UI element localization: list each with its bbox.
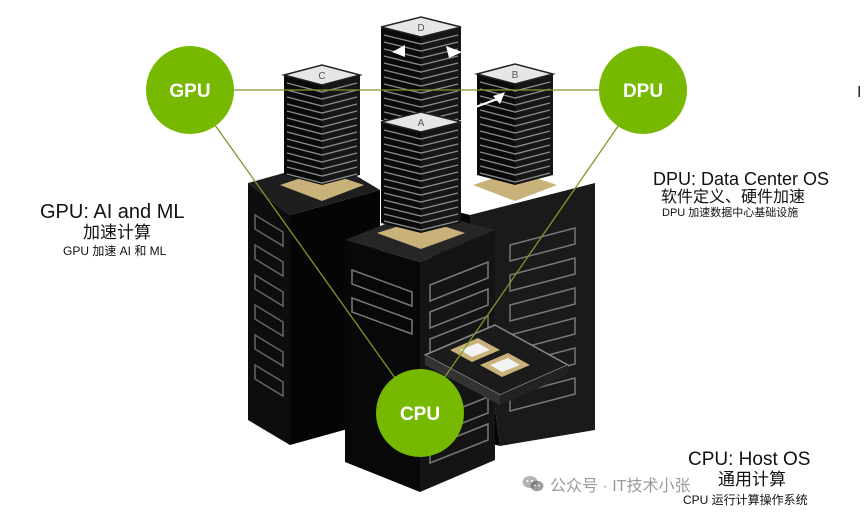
cpu-node: CPU xyxy=(376,369,464,457)
link-gpu-cpu xyxy=(189,89,421,414)
dpu-annotation-title: DPU: Data Center OS xyxy=(653,169,830,189)
server-drawer xyxy=(423,324,570,405)
arrow-icon xyxy=(392,45,405,57)
cpu-annotation-title: CPU: Host OS xyxy=(688,449,811,470)
gpu-annotation-detail: GPU 加速 AI 和 ML xyxy=(63,244,167,258)
dpu-node-label: DPU xyxy=(623,81,663,102)
wechat-icon xyxy=(522,476,544,492)
server-a: A xyxy=(377,111,465,249)
gpu-node: GPU xyxy=(146,46,234,134)
server-a-label: A xyxy=(418,118,425,129)
dpu-annotation-detail: DPU 加速数据中心基础设施 xyxy=(662,207,799,219)
cpu-annotation-detail: CPU 运行计算操作系统 xyxy=(683,493,808,507)
link-dpu-cpu xyxy=(419,89,644,414)
chip-1 xyxy=(450,338,500,362)
server-c: C xyxy=(280,64,364,201)
gpu-annotation-subtitle: 加速计算 xyxy=(83,223,151,242)
server-d-label: D xyxy=(417,23,424,34)
connection-lines xyxy=(189,89,644,414)
arrow-icon xyxy=(446,46,462,58)
cpu-annotation-subtitle: 通用计算 xyxy=(718,470,786,489)
watermark: 公众号 · IT技术小张 xyxy=(522,472,690,496)
dpu-annotation-subtitle: 软件定义、硬件加速 xyxy=(661,189,806,206)
server-d: D xyxy=(380,16,462,130)
server-b-label: B xyxy=(512,70,519,81)
gpu-node-label: GPU xyxy=(169,81,210,102)
watermark-text: 公众号 · IT技术小张 xyxy=(550,478,691,495)
server-b: B xyxy=(473,63,557,201)
gpu-annotation-title: GPU: AI and ML xyxy=(40,201,185,223)
motion-arrows xyxy=(392,45,505,113)
dpu-node: DPU xyxy=(599,46,687,134)
edge-mark: I xyxy=(857,84,862,101)
server-c-label: C xyxy=(318,71,325,82)
chip-2 xyxy=(480,353,530,377)
cpu-node-label: CPU xyxy=(400,404,440,425)
